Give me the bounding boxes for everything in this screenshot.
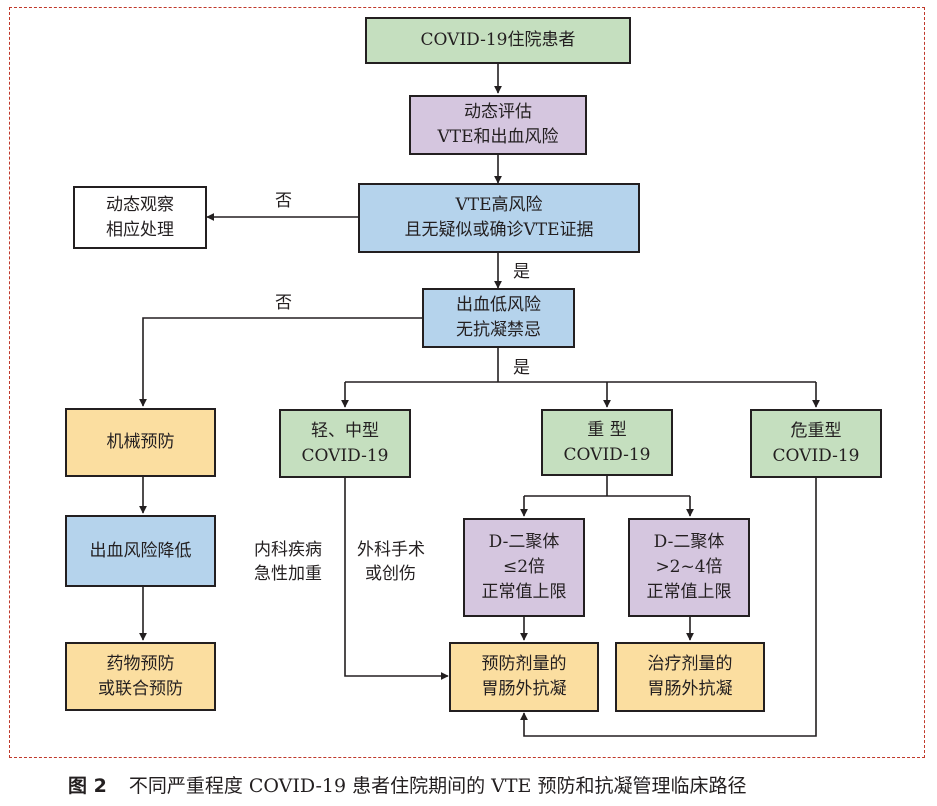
node-covid-inpatient: COVID-19住院患者	[365, 17, 631, 64]
node-severe-line-2: COVID-19	[563, 444, 651, 465]
node-ddimer-low: D-二聚体 ≤2倍正常值上限	[463, 518, 585, 617]
node-severe-line-1: 重 型	[587, 419, 627, 440]
node-mild-moderate-line-1: 轻、中型	[311, 420, 379, 441]
node-prophylactic-anticoagulation-line-1: 预防剂量的	[481, 654, 567, 674]
label-medical-line1: 内科疾病	[254, 540, 322, 560]
arrow-critical-to-prophylactic	[520, 478, 817, 737]
label-medical-exacerbation: 内科疾病 急性加重	[254, 538, 322, 586]
arrow-bleed-to-mechanical	[139, 317, 422, 407]
node-prophylactic-anticoagulation: 预防剂量的胃肠外抗凝	[449, 642, 599, 712]
node-ddimer-low-line-1: D-二聚体	[488, 532, 560, 552]
node-ddimer-low-line-3: 正常值上限	[481, 582, 567, 602]
node-drug-prophylaxis-line-2: 或联合预防	[98, 678, 183, 699]
node-ddimer-high-line-1: D-二聚体	[653, 532, 725, 552]
node-critical-line-1: 危重型	[790, 420, 842, 441]
node-dynamic-observation-line-1: 动态观察	[106, 194, 174, 215]
label-surgical-line2: 或创伤	[365, 564, 416, 584]
figure-caption: 图 2 不同严重程度 COVID-19 患者住院期间的 VTE 预防和抗凝管理临床…	[68, 771, 746, 798]
node-dynamic-assessment: 动态评估 VTE和出血风险	[409, 95, 587, 155]
node-ddimer-high-line-2: >2~4倍	[655, 557, 723, 577]
node-prophylactic-anticoagulation-line-2: 胃肠外抗凝	[481, 679, 567, 699]
node-dynamic-observation: 动态观察相应处理	[73, 186, 207, 249]
node-bleeding-risk-reduced: 出血风险降低	[65, 515, 216, 587]
node-drug-prophylaxis: 药物预防或联合预防	[65, 642, 216, 711]
node-ddimer-high: D-二聚体 >2~4倍正常值上限	[628, 518, 750, 617]
dashed-frame	[9, 7, 925, 758]
node-bleeding-low-risk-line-1: 出血低风险	[456, 295, 541, 315]
node-vte-high-risk-line-1: VTE高风险	[455, 195, 543, 215]
label-no-mechanical: 否	[275, 293, 292, 313]
figure-number: 图 2	[68, 775, 107, 797]
node-therapeutic-anticoagulation: 治疗剂量的胃肠外抗凝	[615, 642, 765, 712]
node-ddimer-low-line-2: ≤2倍	[502, 557, 546, 577]
arrow-mild-to-prophylactic	[344, 478, 449, 680]
node-vte-high-risk-line-2: 且无疑似或确诊VTE证据	[404, 220, 594, 240]
node-dynamic-assessment-line-2: VTE和出血风险	[437, 127, 559, 147]
connector-lines	[139, 64, 820, 737]
node-mild-moderate-line-2: COVID-19	[301, 445, 389, 466]
node-therapeutic-anticoagulation-line-1: 治疗剂量的	[647, 654, 733, 674]
figure-title: 不同严重程度 COVID-19 患者住院期间的 VTE 预防和抗凝管理临床路径	[128, 775, 747, 797]
node-ddimer-high-line-3: 正常值上限	[646, 582, 732, 602]
node-therapeutic-anticoagulation-line-2: 胃肠外抗凝	[647, 679, 733, 699]
label-medical-line2: 急性加重	[254, 564, 322, 584]
label-no-observe: 否	[275, 191, 292, 211]
node-bleeding-low-risk-line-2: 无抗凝禁忌	[456, 320, 541, 340]
node-critical: 危重型 COVID-19	[750, 409, 882, 478]
node-mechanical-prophylaxis-line-1: 机械预防	[106, 432, 175, 452]
node-covid-inpatient-line-1: COVID-19住院患者	[420, 30, 576, 50]
node-severe: 重 型 COVID-19	[541, 409, 673, 476]
node-mechanical-prophylaxis: 机械预防	[65, 408, 216, 477]
node-mild-moderate: 轻、中型 COVID-19	[279, 409, 411, 478]
label-surgical-line1: 外科手术	[357, 540, 425, 560]
node-critical-line-2: COVID-19	[772, 445, 860, 466]
node-dynamic-observation-line-2: 相应处理	[106, 219, 174, 240]
node-drug-prophylaxis-line-1: 药物预防	[106, 653, 175, 674]
label-surgical-trauma: 外科手术 或创伤	[357, 538, 425, 586]
node-bleeding-low-risk: 出血低风险无抗凝禁忌	[422, 288, 575, 348]
label-yes-branch: 是	[513, 358, 530, 378]
label-yes-bleed: 是	[513, 262, 530, 282]
node-vte-high-risk: VTE高风险且无疑似或确诊VTE证据	[358, 183, 640, 253]
node-bleeding-risk-reduced-line-1: 出血风险降低	[89, 540, 192, 561]
node-dynamic-assessment-line-1: 动态评估	[464, 102, 532, 122]
